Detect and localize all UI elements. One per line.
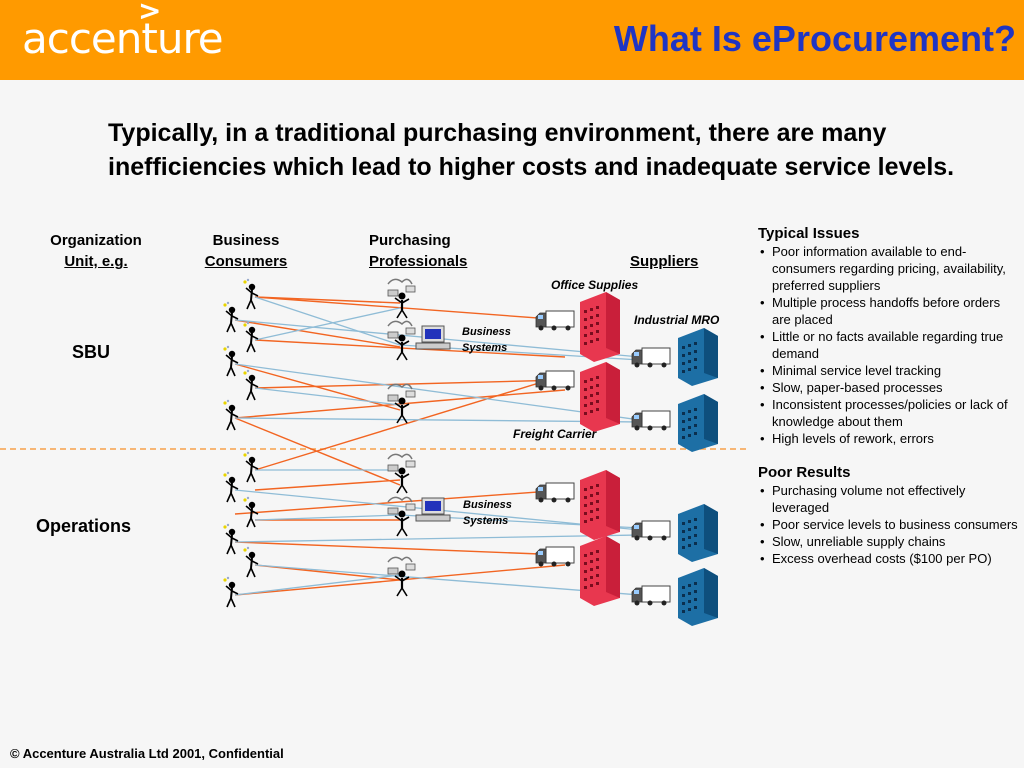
orange-connection-lines [234, 296, 566, 596]
phone-person-icon [386, 278, 417, 320]
label-freight-carrier: Freight Carrier [513, 427, 598, 441]
red-building-icon [580, 536, 620, 606]
truck-icon [535, 482, 575, 503]
business-consumers [222, 277, 259, 608]
person-icon [242, 450, 259, 483]
typical-issues-heading: Typical Issues [758, 225, 860, 242]
list-item: Little or no facts available regarding t… [758, 328, 1020, 362]
copyright-footer: © Accenture Australia Ltd 2001, Confiden… [10, 746, 284, 761]
person-icon [242, 320, 259, 353]
red-building-icon [580, 470, 620, 540]
phone-person-icon [386, 453, 417, 495]
person-icon [222, 344, 239, 377]
accenture-logo[interactable]: accenture [22, 14, 224, 63]
person-icon [222, 398, 239, 431]
phone-person-icon [386, 320, 417, 362]
truck-icon [631, 520, 671, 541]
logo-text: accenture [22, 14, 224, 63]
poor-results-heading: Poor Results [758, 464, 851, 481]
label-business-systems-1a: Business [462, 326, 511, 338]
person-icon [242, 545, 259, 578]
truck-icon [631, 585, 671, 606]
person-icon [242, 277, 259, 310]
person-icon [222, 300, 239, 333]
list-item: Poor information available to end-consum… [758, 243, 1020, 294]
row-label-sbu: SBU [72, 342, 111, 362]
truck-icon [535, 310, 575, 331]
list-item: Minimal service level tracking [758, 362, 1020, 379]
truck-icon [631, 347, 671, 368]
list-item: Multiple process handoffs before orders … [758, 294, 1020, 328]
red-building-icon [580, 292, 620, 362]
list-item: Poor service levels to business consumer… [758, 516, 1020, 533]
purchasing-line1: Purchasing [369, 232, 451, 249]
list-item: Excess overhead costs ($100 per PO) [758, 550, 1020, 567]
person-icon [242, 368, 259, 401]
purchasing-line2: Professionals [369, 253, 468, 270]
list-item: Slow, unreliable supply chains [758, 533, 1020, 550]
intro-text: Typically, in a traditional purchasing e… [108, 119, 955, 181]
truck-icon [631, 410, 671, 431]
suppliers-buildings [580, 292, 718, 626]
computer-icon [415, 497, 451, 522]
label-industrial-mro: Industrial MRO [634, 313, 720, 327]
logo-caret-icon: > [138, 0, 162, 27]
org-unit-header: Organization Unit, e.g. [42, 230, 150, 272]
business-line2: Consumers [204, 253, 288, 270]
blue-building-icon [678, 568, 718, 626]
suppliers-label: Suppliers [630, 253, 699, 270]
issues-panel: Typical Issues Poor information availabl… [758, 224, 1020, 583]
business-consumers-header: Business Consumers [196, 230, 296, 272]
label-office-supplies: Office Supplies [551, 278, 638, 292]
poor-results-list: Purchasing volume not effectively levera… [758, 482, 1020, 567]
header-bar: accenture > What Is eProcurement? [0, 0, 1024, 80]
row-label-operations: Operations [36, 516, 132, 536]
list-item: High levels of rework, errors [758, 430, 1020, 447]
page-title: What Is eProcurement? [613, 18, 1016, 59]
red-building-icon [580, 362, 620, 432]
suppliers-header: Suppliers [630, 251, 698, 272]
list-item: Purchasing volume not effectively levera… [758, 482, 1020, 516]
org-unit-line2: Unit, e.g. [64, 253, 128, 270]
org-unit-line1: Organization [50, 232, 142, 249]
blue-building-icon [678, 328, 718, 386]
business-line1: Business [212, 232, 280, 249]
truck-icon [535, 546, 575, 567]
label-business-systems-1b: Systems [462, 342, 507, 354]
list-item: Slow, paper-based processes [758, 379, 1020, 396]
truck-icon [535, 370, 575, 391]
blue-building-icon [678, 394, 718, 452]
typical-issues-list: Poor information available to end-consum… [758, 243, 1020, 447]
person-icon [222, 575, 239, 608]
purchasing-professionals-header: Purchasing Professionals [369, 230, 467, 272]
list-item: Inconsistent processes/policies or lack … [758, 396, 1020, 430]
label-business-systems-2a: Business [463, 499, 512, 511]
person-icon [222, 470, 239, 503]
person-icon [222, 522, 239, 555]
label-business-systems-2b: Systems [463, 515, 508, 527]
blue-building-icon [678, 504, 718, 562]
